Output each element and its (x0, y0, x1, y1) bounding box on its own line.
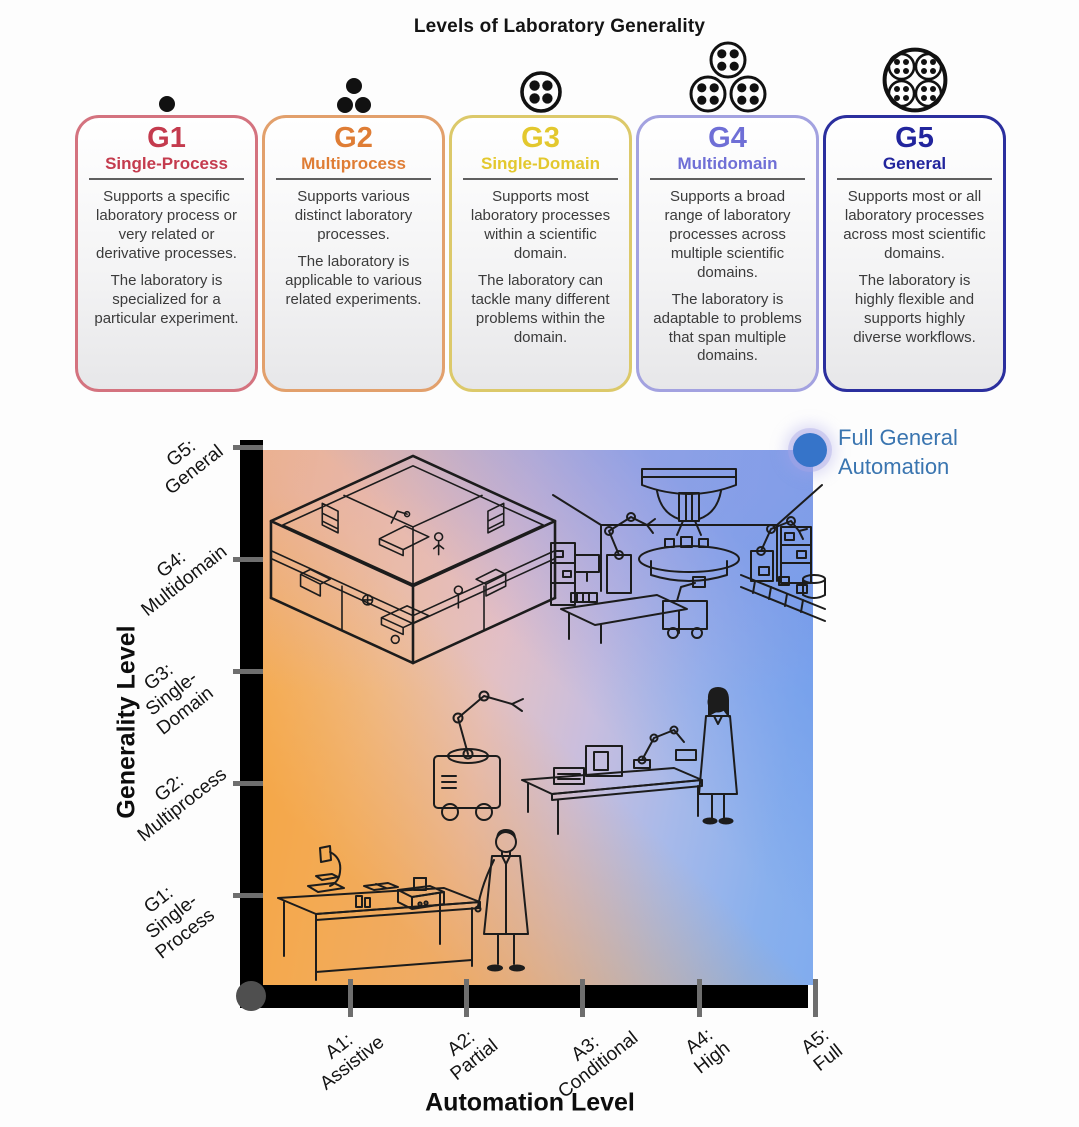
card-g5-paragraph-2: The laboratory is highly flexible and su… (853, 271, 976, 346)
card-g2-id: G2 (334, 122, 373, 154)
card-g5-label: General (882, 153, 947, 173)
card-g4-paragraph-2: The laboratory is adaptable to problems … (653, 290, 802, 365)
x-tickmark-a3 (580, 979, 585, 1017)
single-dot-icon (75, 34, 258, 114)
card-g4-divider (650, 178, 805, 181)
card-g5: G5 General Supports most or all laborato… (823, 115, 1006, 392)
x-tickmark-a4 (697, 979, 702, 1017)
x-tickmark-a1 (348, 979, 353, 1017)
card-g4-id: G4 (708, 122, 747, 154)
y-axis-title: Generality Level (112, 625, 141, 819)
card-g3-label: Single-Domain (480, 153, 600, 173)
generality-cards-row: G1 Single-Process Supports a specific la… (75, 115, 1006, 392)
three-circles-four-dots-icon (636, 34, 819, 114)
annotation-line: Full General (838, 425, 958, 450)
full-general-automation-dot (793, 433, 827, 467)
card-g2-paragraph-1: Supports various distinct laboratory pro… (294, 188, 413, 244)
card-g5-paragraph-1: Supports most or all laboratory processe… (843, 188, 986, 262)
x-tick-label-a4: A4: High (678, 1021, 735, 1079)
y-tick-label-g4: G4: Multidomain (125, 525, 232, 622)
x-axis-title: Automation Level (425, 1088, 635, 1117)
fully-automated-robotic-lab-room-illustration (545, 463, 830, 648)
multi-room-automated-lab-building-illustration (265, 452, 561, 667)
card-g1-divider (89, 178, 244, 181)
card-g3: G3 Single-Domain Supports most laborator… (449, 115, 632, 392)
card-g1-label: Single-Process (105, 153, 228, 173)
card-g3-paragraph-1: Supports most laboratory processes withi… (470, 188, 611, 262)
x-tickmark-a5 (813, 979, 818, 1017)
x-axis-bar (240, 985, 808, 1008)
figure-title: Levels of Laboratory Generality (413, 16, 706, 37)
nested-circles-icon (823, 34, 1006, 114)
card-g2: G2 Multiprocess Supports various distinc… (262, 115, 445, 392)
card-g4-paragraph-1: Supports a broad range of laboratory pro… (664, 188, 791, 281)
x-tickmark-a2 (464, 979, 469, 1017)
card-g2-paragraph-2: The laboratory is applicable to various … (285, 252, 422, 308)
card-g4: G4 Multidomain Supports a broad range of… (636, 115, 819, 392)
scientist-at-manual-bench-illustration (268, 822, 568, 987)
y-axis-bar (240, 440, 263, 1008)
y-tick-label-g5: G5: General (148, 424, 227, 500)
card-g4-label: Multidomain (677, 153, 778, 173)
card-g5-id: G5 (895, 122, 934, 154)
x-tick-label-a2: A2: Partial (434, 1019, 503, 1086)
card-g1-paragraph-2: The laboratory is specialized for a part… (94, 271, 239, 327)
y-tick-label-g1: G1: Single- Process (125, 871, 218, 964)
origin-dot (236, 981, 266, 1011)
circle-four-dots-icon (449, 34, 632, 114)
x-tick-label-a1: A1: Assistive (303, 1015, 388, 1095)
card-g2-label: Multiprocess (301, 153, 406, 173)
card-g3-divider (463, 178, 618, 181)
annotation-line: Automation (838, 454, 950, 480)
card-g2-divider (276, 178, 431, 181)
card-g3-paragraph-2: The laboratory can tackle many different… (471, 271, 610, 346)
card-g1: G1 Single-Process Supports a specific la… (75, 115, 258, 392)
mobile-robot-benchtop-scientist-illustration (418, 660, 748, 840)
y-tickmark-g3 (233, 669, 263, 674)
card-g1-paragraph-1: Supports a specific laboratory process o… (96, 188, 237, 262)
card-g3-id: G3 (521, 122, 560, 154)
full-general-automation-label: Full General Automation (838, 423, 958, 481)
y-tickmark-g4 (233, 557, 263, 562)
card-g5-divider (837, 178, 992, 181)
y-tickmark-g5 (233, 445, 263, 450)
y-tickmark-g2 (233, 781, 263, 786)
three-dots-icon (262, 34, 445, 114)
x-tick-label-a5: A5: Full (797, 1024, 847, 1076)
y-tickmark-g1 (233, 893, 263, 898)
card-g1-id: G1 (147, 122, 186, 154)
